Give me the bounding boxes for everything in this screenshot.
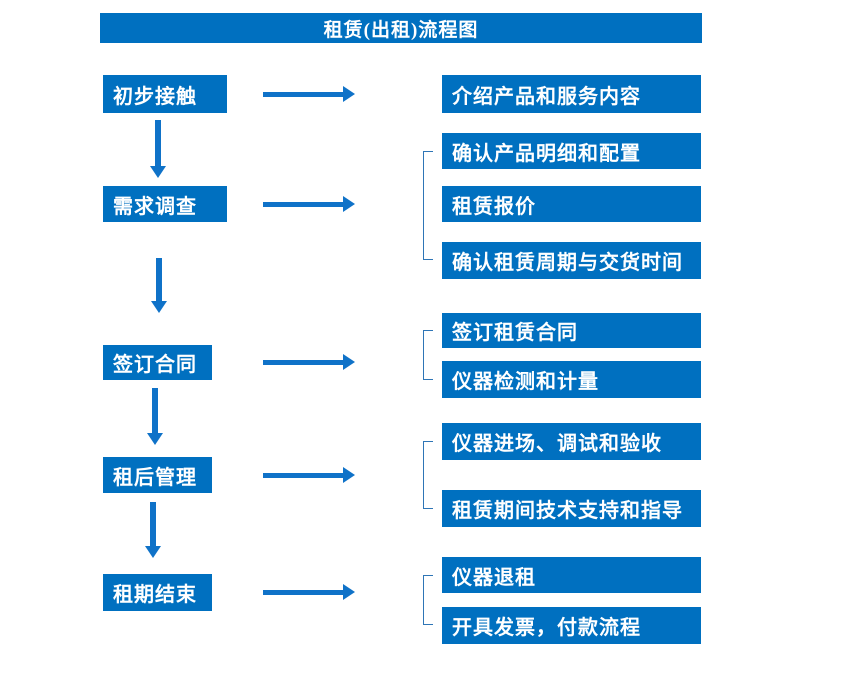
- flowchart-title-bar: 租赁(出租)流程图: [100, 13, 702, 43]
- down-arrow-icon: [145, 502, 161, 558]
- output-label: 签订租赁合同: [452, 322, 578, 344]
- step-box-demand-survey: 需求调查: [103, 186, 227, 222]
- output-box: 仪器进场、调试和验收: [442, 423, 701, 460]
- arrow-shaft: [152, 388, 158, 433]
- right-arrow-icon: [263, 354, 355, 370]
- output-box: 租赁期间技术支持和指导: [442, 490, 701, 527]
- output-box: 确认产品明细和配置: [442, 133, 701, 169]
- step-box-initial-contact: 初步接触: [103, 75, 227, 113]
- arrow-head: [343, 86, 355, 102]
- arrow-head: [150, 166, 166, 178]
- output-label: 仪器退租: [452, 566, 536, 589]
- output-box: 租赁报价: [442, 186, 701, 222]
- arrow-head: [343, 354, 355, 370]
- down-arrow-icon: [147, 388, 163, 445]
- right-arrow-icon: [263, 584, 355, 600]
- step-label: 租期结束: [113, 584, 197, 606]
- output-box: 开具发票，付款流程: [442, 607, 701, 644]
- group-bracket-icon: [423, 575, 433, 625]
- arrow-head: [145, 546, 161, 558]
- arrow-shaft: [263, 201, 343, 207]
- group-bracket-icon: [423, 441, 433, 509]
- arrow-head: [343, 196, 355, 212]
- arrow-head: [343, 467, 355, 483]
- output-label: 租赁期间技术支持和指导: [452, 500, 683, 522]
- output-label: 租赁报价: [452, 195, 536, 218]
- output-label: 仪器进场、调试和验收: [452, 433, 662, 455]
- output-label: 确认租赁周期与交货时间: [452, 252, 683, 274]
- arrow-shaft: [150, 502, 156, 546]
- output-box: 确认租赁周期与交货时间: [442, 242, 701, 279]
- right-arrow-icon: [263, 196, 355, 212]
- output-box: 介绍产品和服务内容: [442, 75, 701, 113]
- step-box-post-rental-management: 租后管理: [103, 457, 212, 493]
- arrow-shaft: [155, 120, 161, 166]
- step-box-sign-contract: 签订合同: [103, 345, 212, 380]
- output-label: 仪器检测和计量: [452, 371, 599, 393]
- arrow-shaft: [263, 589, 343, 595]
- step-label: 需求调查: [113, 195, 197, 218]
- right-arrow-icon: [263, 86, 355, 102]
- arrow-shaft: [263, 359, 343, 365]
- arrow-shaft: [263, 91, 343, 97]
- step-label: 租后管理: [113, 466, 197, 489]
- step-label: 初步接触: [113, 85, 197, 108]
- arrow-head: [151, 301, 167, 313]
- down-arrow-icon: [151, 258, 167, 313]
- right-arrow-icon: [263, 467, 355, 483]
- arrow-head: [147, 433, 163, 445]
- step-label: 签订合同: [113, 354, 197, 376]
- output-label: 介绍产品和服务内容: [452, 85, 641, 108]
- group-bracket-icon: [423, 330, 433, 380]
- output-box: 仪器退租: [442, 557, 701, 593]
- step-box-lease-end: 租期结束: [103, 574, 212, 611]
- page-title: 租赁(出租)流程图: [323, 19, 479, 41]
- output-box: 仪器检测和计量: [442, 361, 701, 398]
- output-label: 确认产品明细和配置: [452, 142, 641, 165]
- output-box: 签订租赁合同: [442, 313, 701, 348]
- arrow-shaft: [263, 472, 343, 478]
- arrow-head: [343, 584, 355, 600]
- arrow-shaft: [156, 258, 162, 301]
- down-arrow-icon: [150, 120, 166, 178]
- output-label: 开具发票，付款流程: [452, 617, 641, 639]
- group-bracket-icon: [423, 151, 433, 260]
